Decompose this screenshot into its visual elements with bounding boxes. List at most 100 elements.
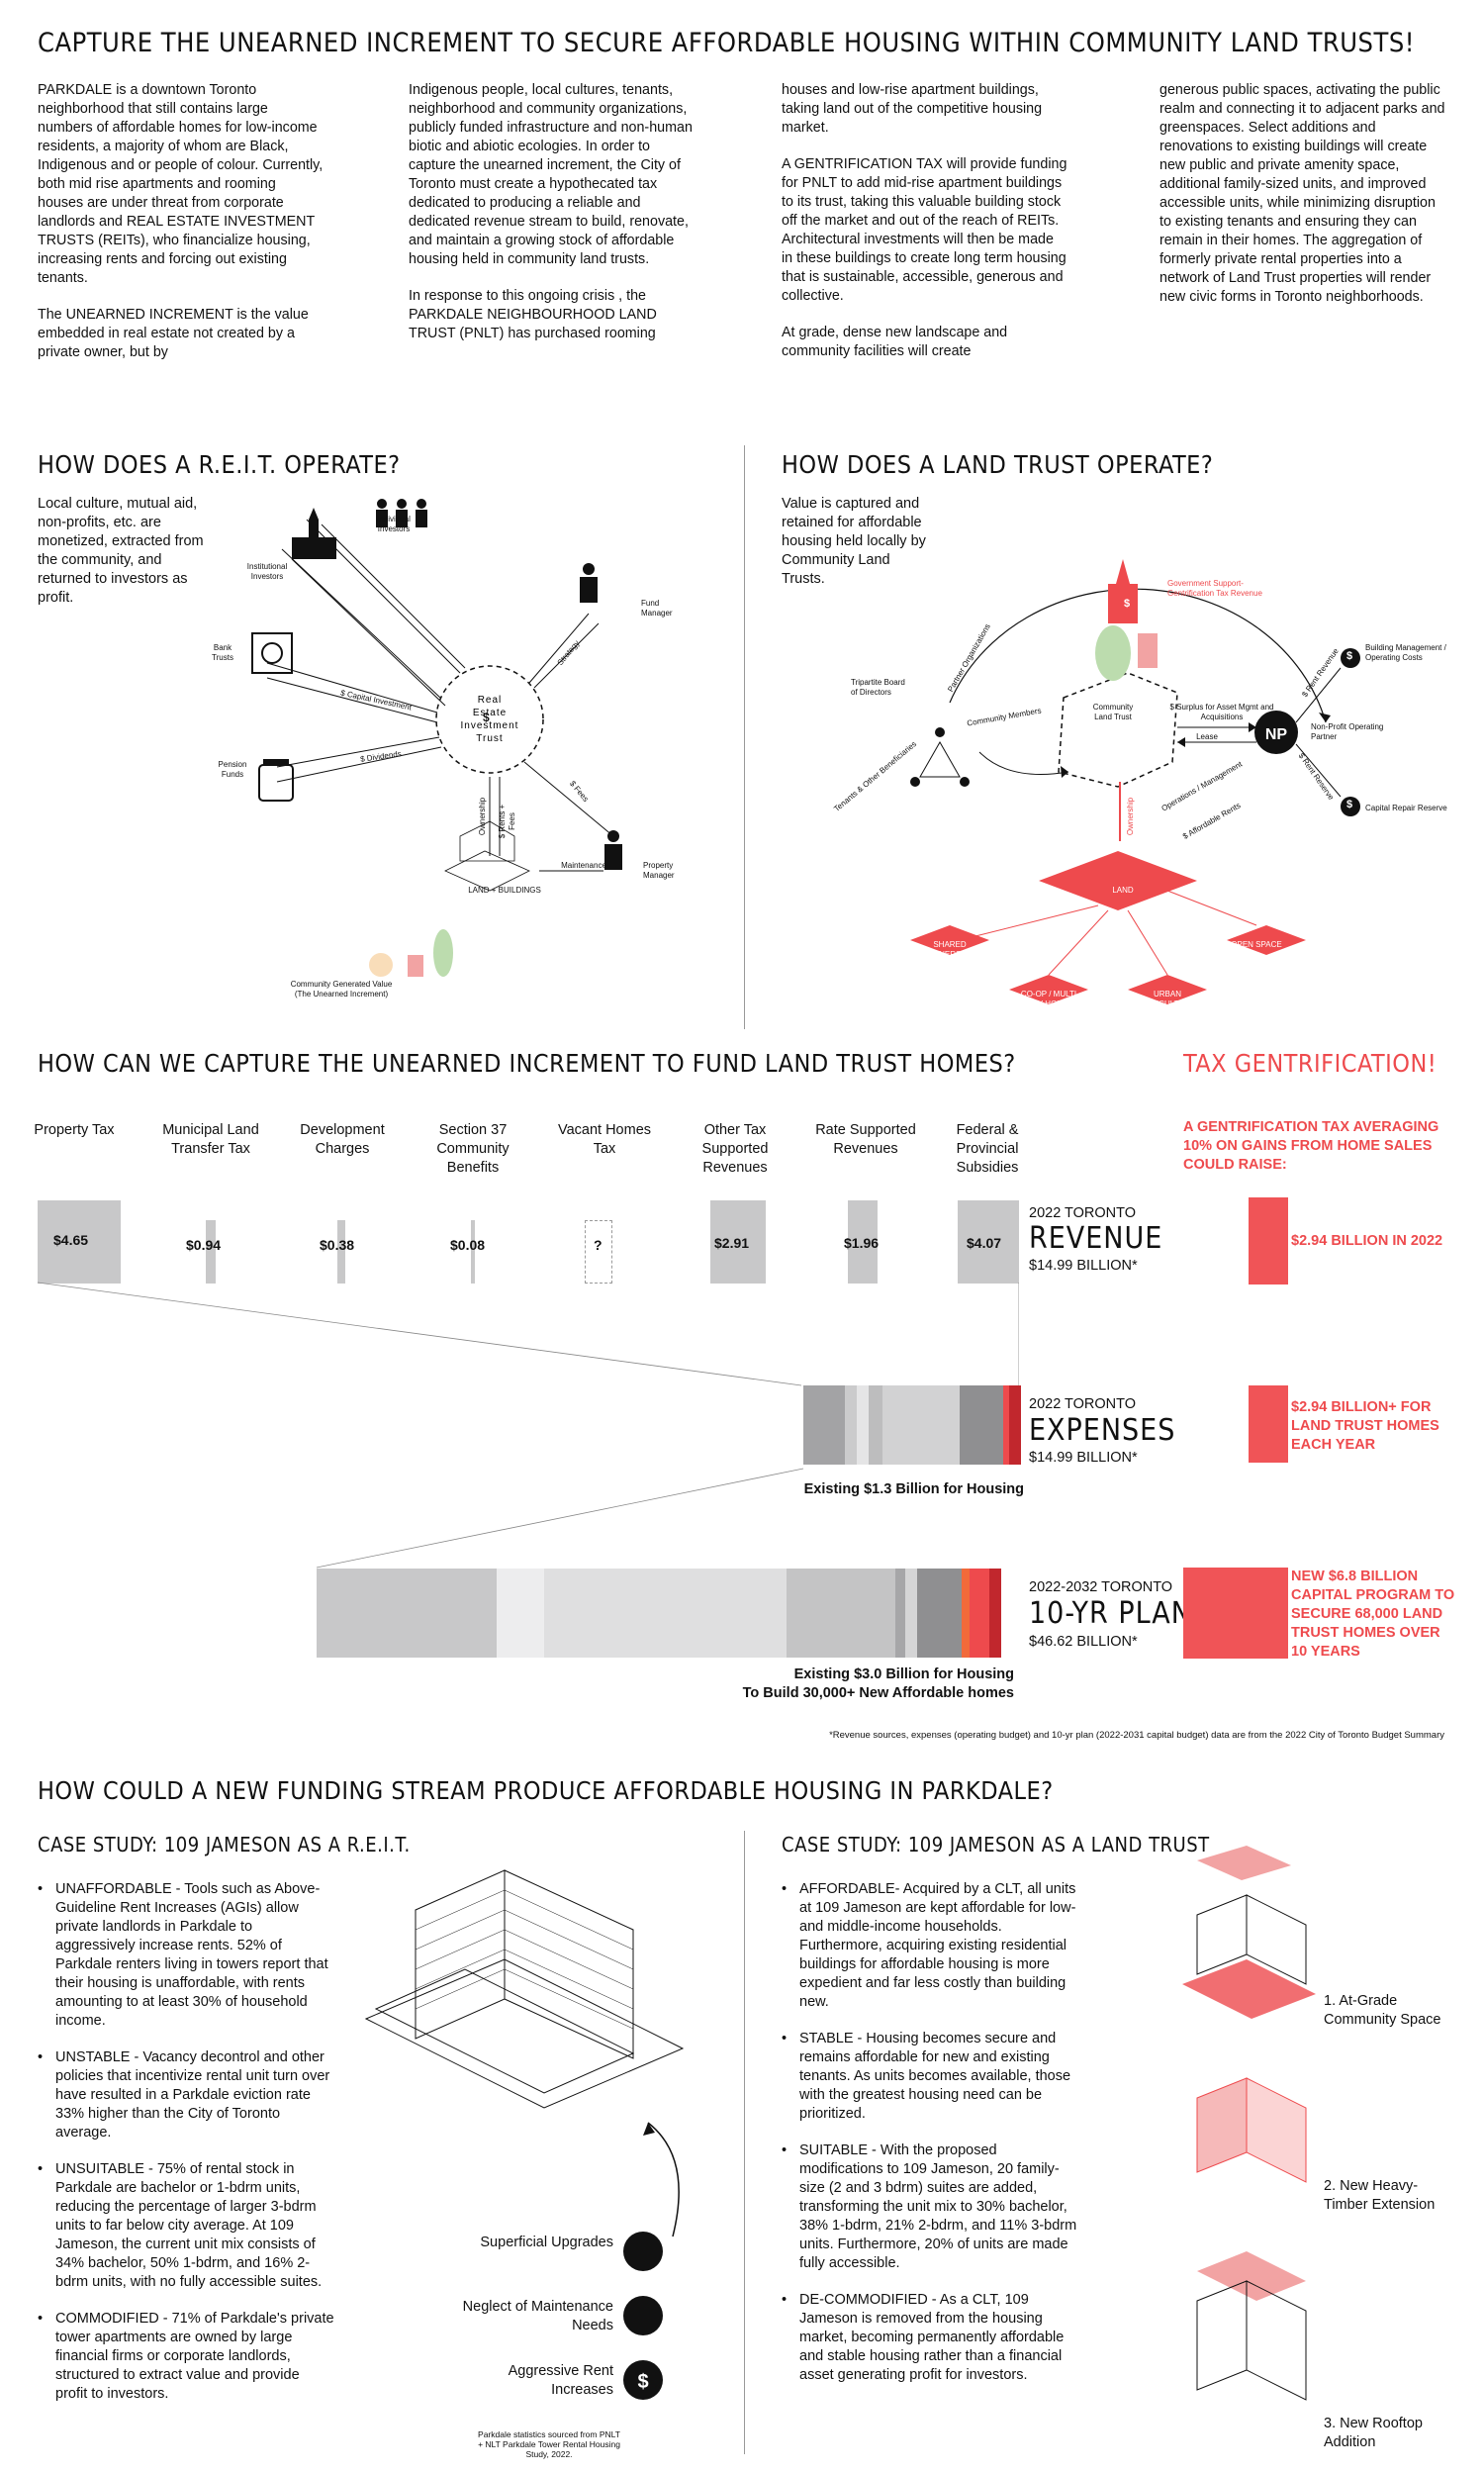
fund-manager-label: Fund Manager xyxy=(641,599,673,618)
revenue-value: $2.91 xyxy=(714,1235,750,1251)
capture-heading: HOW CAN WE CAPTURE THE UNEARNED INCREMEN… xyxy=(38,1049,1016,1078)
revenue-value: $0.94 xyxy=(186,1237,222,1253)
clt-case-heading: CASE STUDY: 109 JAMESON AS A LAND TRUST xyxy=(782,1833,1210,1856)
revenue-value: $4.65 xyxy=(53,1232,89,1248)
revenue-value: $0.08 xyxy=(450,1237,486,1253)
dollar-icon: $ xyxy=(483,711,490,724)
revenue-box xyxy=(206,1220,216,1284)
land-label: LAND xyxy=(1112,886,1134,895)
community-cluster-icon xyxy=(1095,625,1158,681)
revenue-category: Development Charges xyxy=(300,1122,385,1157)
property-manager-label: Property Manager xyxy=(643,861,675,880)
ownership-label: Ownership xyxy=(478,797,487,836)
rents-fees-label: $ Rents + Fees xyxy=(498,804,516,839)
neglect-maintenance-icon xyxy=(623,2296,663,2335)
revenue-value: $4.07 xyxy=(967,1235,1002,1251)
pension-jar-icon xyxy=(258,759,294,802)
intro-paragraph: generous public spaces, activating the p… xyxy=(1159,82,1445,305)
list-item: SUITABLE - With the proposed modificatio… xyxy=(782,2141,1078,2273)
institutional-investors-label: Institutional Investors xyxy=(246,562,288,581)
coop-housing-icon xyxy=(1009,975,1088,1004)
plan-title: 10-YR PLAN xyxy=(1029,1596,1192,1631)
reit-center-label: Real xyxy=(478,695,503,706)
intro-paragraph: houses and low-rise apartment buildings,… xyxy=(782,82,1043,136)
intro-column-4: generous public spaces, activating the p… xyxy=(1159,81,1446,325)
dollar-icon: $ xyxy=(1346,650,1353,662)
expenses-title: EXPENSES xyxy=(1029,1413,1176,1448)
list-item: COMMODIFIED - 71% of Parkdale's private … xyxy=(38,2310,334,2404)
phase-2-drawing xyxy=(1196,2077,1307,2183)
reit-description: Local culture, mutual aid, non-profits, … xyxy=(38,496,204,606)
revenue-category: Vacant Homes Tax xyxy=(557,1122,652,1157)
tax-value: $2.94 BILLION IN 2022 xyxy=(1291,1233,1443,1249)
list-item: AFFORDABLE- Acquired by a CLT, all units… xyxy=(782,1880,1078,2012)
expenses-housing-note: Existing $1.3 Billion for Housing xyxy=(803,1481,1024,1497)
revenue-year: 2022 TORONTO xyxy=(1029,1205,1136,1221)
revenue-box xyxy=(848,1200,878,1284)
intro-paragraph: PARKDALE is a downtown Toronto neighborh… xyxy=(38,82,324,286)
dollar-icon: $ xyxy=(1124,598,1131,610)
revenue-title: REVENUE xyxy=(1029,1221,1163,1256)
intro-paragraph: At grade, dense new landscape and commun… xyxy=(782,325,1008,359)
tax-value: $2.94 BILLION+ FOR LAND TRUST HOMES EACH… xyxy=(1291,1399,1439,1453)
coop-label: CO-OP / MULTI FAMILY HOUSING xyxy=(1015,990,1082,1008)
shared-ownership-label: SHARED OWNERSHIP xyxy=(925,940,974,959)
land-parcel-icon xyxy=(1039,851,1197,910)
intro-column-2: Indigenous people, local cultures, tenan… xyxy=(409,81,696,361)
urban-agriculture-icon xyxy=(1128,975,1207,1004)
expenses-bar xyxy=(803,1385,1021,1465)
community-value-icon xyxy=(369,929,453,977)
reit-center-label: Investment xyxy=(461,720,519,731)
section-divider xyxy=(744,1831,745,2454)
reit-case-list: UNAFFORDABLE - Tools such as Above-Guide… xyxy=(38,1880,334,2422)
revenue-value: ? xyxy=(594,1237,603,1253)
open-space-icon xyxy=(1227,925,1306,955)
plan-bar xyxy=(317,1569,1021,1658)
plan-year: 2022-2032 TORONTO xyxy=(1029,1579,1173,1595)
clt-case-list: AFFORDABLE- Acquired by a CLT, all units… xyxy=(782,1880,1078,2403)
vacant-homes-box xyxy=(585,1220,612,1284)
board-triangle-icon xyxy=(919,740,961,778)
revenue-category: Property Tax xyxy=(34,1122,115,1138)
list-item: UNAFFORDABLE - Tools such as Above-Guide… xyxy=(38,1880,334,2031)
rent-increase-icon xyxy=(623,2360,663,2400)
surplus-label: $ Surplus for Asset Mgmt and Acquisition… xyxy=(1169,703,1274,721)
phase-3-label: 3. New Rooftop Addition xyxy=(1324,2416,1423,2450)
revenue-category: Rate Supported Revenues xyxy=(815,1122,916,1157)
stream-heading: HOW COULD A NEW FUNDING STREAM PRODUCE A… xyxy=(38,1776,1054,1805)
phase-2-label: 2. New Heavy-Timber Extension xyxy=(1324,2178,1436,2213)
pension-funds-label: Pension Funds xyxy=(218,760,247,779)
government-support-label: Government Support- Gentrification Tax R… xyxy=(1167,579,1262,598)
bank-vault-icon xyxy=(251,632,293,674)
phase-1-label: 1. At-Grade Community Space xyxy=(1324,1993,1441,2028)
intro-paragraph: Indigenous people, local cultures, tenan… xyxy=(409,82,693,267)
building-mgmt-label: Building Management / Operating Costs xyxy=(1365,643,1446,662)
plan-housing-note: To Build 30,000+ New Affordable homes xyxy=(742,1685,1014,1701)
expenses-amount: $14.99 BILLION* xyxy=(1029,1450,1138,1466)
tax-value: NEW $6.8 BILLION CAPITAL PROGRAM TO SECU… xyxy=(1291,1569,1455,1660)
clt-center-label: Community Land Trust xyxy=(1092,703,1134,721)
list-item: STABLE - Housing becomes secure and rema… xyxy=(782,2030,1078,2124)
section-divider xyxy=(744,445,745,1029)
clt-phases-drawing xyxy=(1182,1846,1316,2401)
reit-center-label: Trust xyxy=(476,733,503,744)
expenses-year: 2022 TORONTO xyxy=(1029,1396,1136,1412)
maintenance-label: Maintenance xyxy=(561,861,606,870)
clt-description: Value is captured and retained for affor… xyxy=(782,496,926,587)
list-item: UNSUITABLE - 75% of rental stock in Park… xyxy=(38,2160,334,2292)
revenue-category: Federal & Provincial Subsidies xyxy=(956,1122,1019,1176)
open-space-label: OPEN SPACE xyxy=(1231,940,1282,949)
plan-amount: $46.62 BILLION* xyxy=(1029,1634,1138,1650)
callout-superficial: Superficial Upgrades xyxy=(480,2235,613,2250)
reit-heading: HOW DOES A R.E.I.T. OPERATE? xyxy=(38,450,401,479)
plan-housing-note: Existing $3.0 Billion for Housing xyxy=(793,1666,1014,1682)
nonprofit-partner-circle xyxy=(1254,711,1298,754)
intro-paragraph: In response to this ongoing crisis , the… xyxy=(409,288,657,341)
intro-paragraph: A GENTRIFICATION TAX will provide fundin… xyxy=(782,156,1067,304)
reit-center-circle xyxy=(435,665,544,774)
revenue-category: Municipal Land Transfer Tax xyxy=(162,1122,259,1157)
ownership-label: Ownership xyxy=(1126,797,1135,836)
land-buildings-label: LAND + BUILDINGS xyxy=(468,886,541,895)
building-icon xyxy=(444,820,530,892)
reit-building-drawing: $ xyxy=(364,1869,685,2400)
